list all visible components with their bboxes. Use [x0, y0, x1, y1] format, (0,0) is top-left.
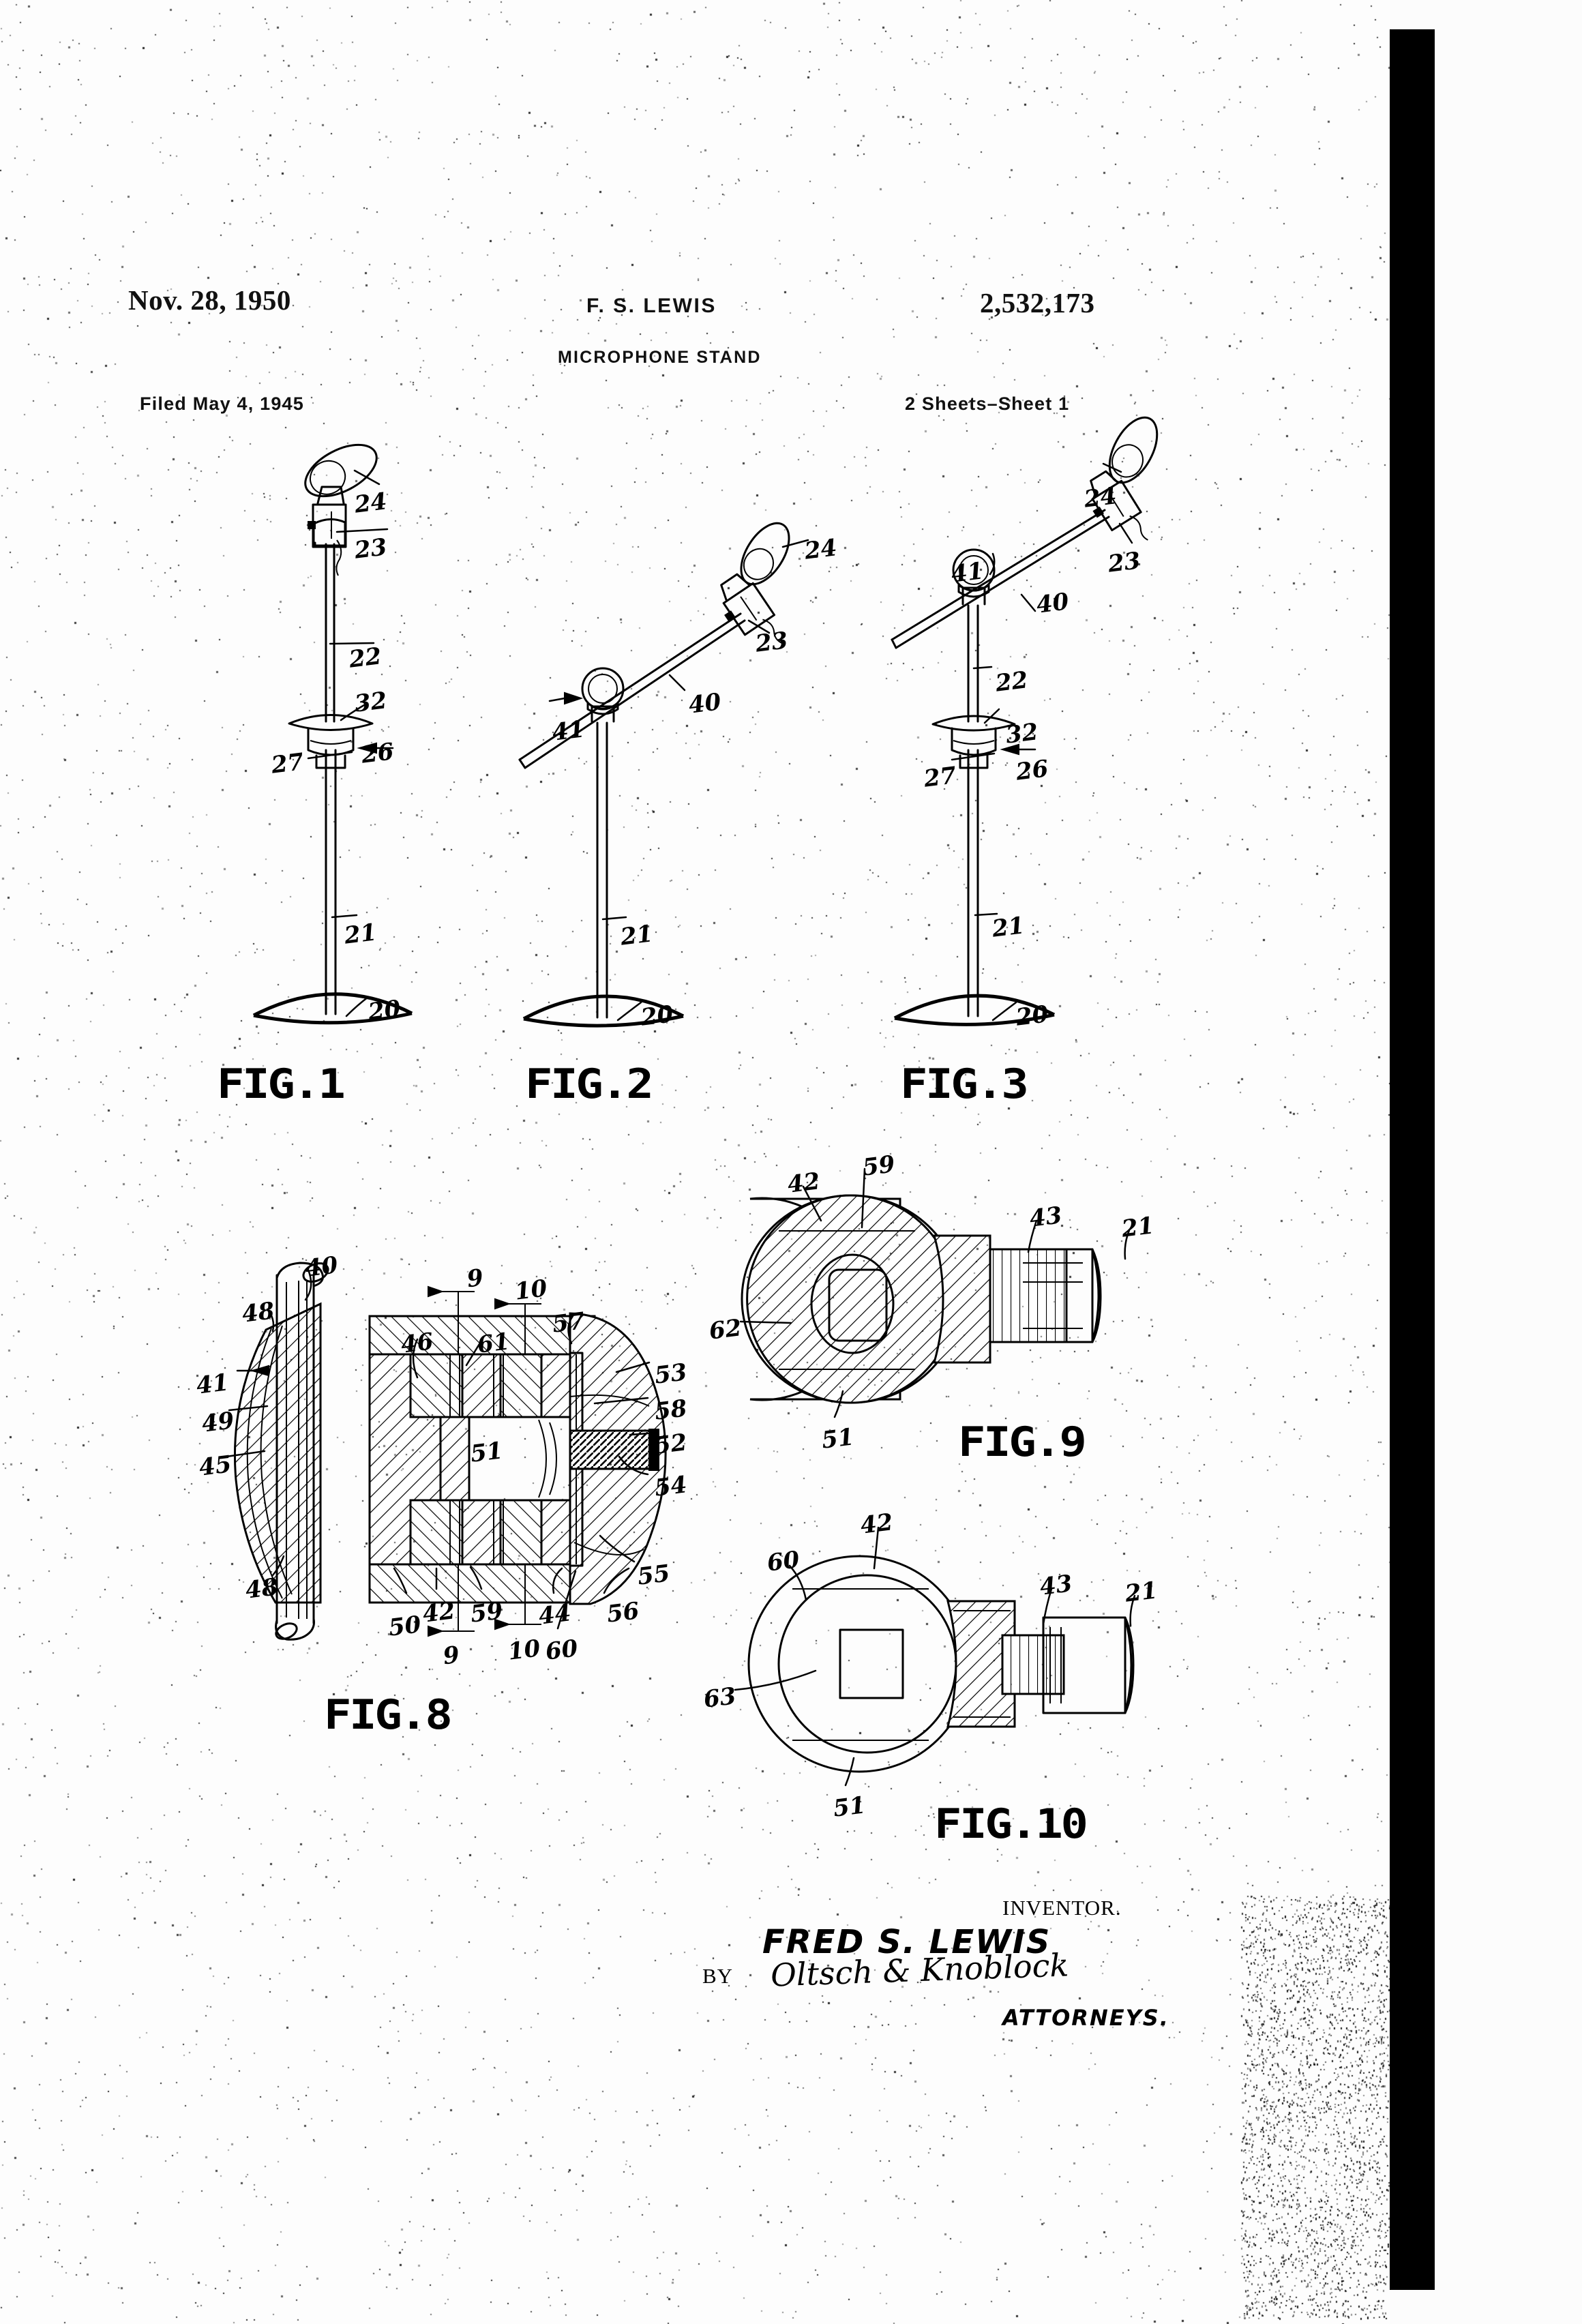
ref-numeral-fig1-32: 32: [353, 687, 389, 718]
ref-numeral-fig8-53: 53: [653, 1358, 689, 1390]
ref-numeral-fig8-57: 57: [550, 1307, 586, 1339]
ref-numeral-fig8-59: 59: [468, 1597, 505, 1628]
ref-numeral-fig9-62: 62: [707, 1314, 743, 1345]
ref-numeral-fig8-10: 10: [506, 1635, 542, 1666]
ref-numeral-fig8-48: 48: [240, 1297, 276, 1328]
ref-numeral-fig8-9: 9: [441, 1641, 462, 1671]
figure-2-drawing: [518, 522, 809, 1028]
figure-2-caption: FIG.2: [525, 1060, 654, 1108]
ref-numeral-fig3-26: 26: [1014, 755, 1050, 786]
ref-numeral-fig8-48: 48: [243, 1573, 280, 1605]
ref-numeral-fig8-42: 42: [421, 1597, 457, 1628]
ref-numeral-fig10-63: 63: [702, 1682, 738, 1714]
figure-1-caption: FIG.1: [217, 1060, 346, 1108]
ref-numeral-fig3-24: 24: [1082, 482, 1118, 513]
ref-numeral-fig8-60: 60: [543, 1635, 580, 1666]
ref-numeral-fig1-27: 27: [269, 748, 305, 779]
figure-1-drawing: [252, 443, 413, 1025]
by-label: BY: [702, 1964, 734, 1988]
ref-numeral-fig2-20: 20: [639, 1000, 675, 1032]
attorneys-label: ATTORNEYS.: [1002, 2005, 1169, 2031]
ref-numeral-fig8-52: 52: [653, 1429, 689, 1460]
figure-10-caption: FIG.10: [934, 1800, 1088, 1848]
ref-numeral-fig8-56: 56: [605, 1597, 641, 1628]
ref-numeral-fig8-10: 10: [513, 1275, 549, 1306]
ref-numeral-fig8-61: 61: [475, 1328, 511, 1359]
figure-9-caption: FIG.9: [958, 1418, 1087, 1466]
ref-numeral-fig1-24: 24: [353, 488, 389, 519]
ref-numeral-fig8-44: 44: [537, 1599, 573, 1630]
ref-numeral-fig3-32: 32: [1004, 718, 1040, 749]
ref-numeral-fig8-46: 46: [399, 1328, 435, 1359]
ref-numeral-fig3-22: 22: [994, 666, 1030, 698]
ref-numeral-fig8-49: 49: [200, 1407, 236, 1438]
ref-numeral-fig10-43: 43: [1038, 1570, 1074, 1601]
ref-numeral-fig1-21: 21: [342, 919, 378, 950]
ref-numeral-fig3-27: 27: [922, 762, 958, 793]
ref-numeral-fig2-21: 21: [618, 920, 655, 951]
ref-numeral-fig8-54: 54: [653, 1471, 689, 1502]
ref-numeral-fig10-60: 60: [765, 1546, 801, 1577]
ref-numeral-fig3-23: 23: [1106, 547, 1142, 578]
figure-3-caption: FIG.3: [900, 1060, 1029, 1108]
inventor-label: INVENTOR.: [1002, 1896, 1122, 1920]
ref-numeral-fig1-26: 26: [359, 738, 395, 769]
ref-numeral-fig8-45: 45: [197, 1450, 233, 1482]
ref-numeral-fig1-22: 22: [347, 642, 383, 674]
ref-numeral-fig2-40: 40: [687, 688, 723, 719]
scan-shadow-bar: [1390, 29, 1435, 2290]
ref-numeral-fig9-59: 59: [861, 1150, 897, 1182]
ref-numeral-fig3-20: 20: [1014, 1000, 1050, 1032]
ref-numeral-fig2-24: 24: [803, 534, 839, 565]
ref-numeral-fig10-42: 42: [859, 1508, 895, 1540]
ref-numeral-fig9-51: 51: [820, 1423, 856, 1455]
ref-numeral-fig9-43: 43: [1028, 1202, 1064, 1233]
ref-numeral-fig2-23: 23: [753, 627, 790, 658]
ref-numeral-fig8-51: 51: [468, 1437, 505, 1468]
ref-numeral-fig9-21: 21: [1120, 1212, 1156, 1243]
patent-sheet: Nov. 28, 1950 F. S. LEWIS MICROPHONE STA…: [0, 0, 1390, 2324]
patent-drawings: [225, 416, 1159, 1787]
ref-numeral-fig1-20: 20: [366, 995, 402, 1026]
ref-numeral-fig2-41: 41: [550, 715, 586, 747]
figure-8-drawing: [225, 1262, 667, 1641]
figure-8-caption: FIG.8: [324, 1691, 453, 1739]
ref-numeral-fig8-55: 55: [636, 1560, 672, 1591]
ref-numeral-fig9-42: 42: [786, 1167, 822, 1199]
ref-numeral-fig8-9: 9: [465, 1264, 486, 1294]
ref-numeral-fig8-41: 41: [194, 1369, 230, 1400]
figure-9-drawing: [739, 1167, 1131, 1418]
ref-numeral-fig8-50: 50: [387, 1611, 423, 1642]
ref-numeral-fig8-40: 40: [303, 1251, 340, 1283]
ref-numeral-fig3-41: 41: [949, 557, 985, 589]
ref-numeral-fig1-23: 23: [353, 533, 389, 565]
ref-numeral-fig3-21: 21: [990, 912, 1026, 943]
ref-numeral-fig8-58: 58: [653, 1395, 689, 1426]
ref-numeral-fig3-40: 40: [1034, 588, 1071, 619]
ref-numeral-fig10-21: 21: [1123, 1577, 1159, 1608]
ref-numeral-fig10-51: 51: [831, 1791, 867, 1823]
figure-3-drawing: [891, 416, 1159, 1026]
